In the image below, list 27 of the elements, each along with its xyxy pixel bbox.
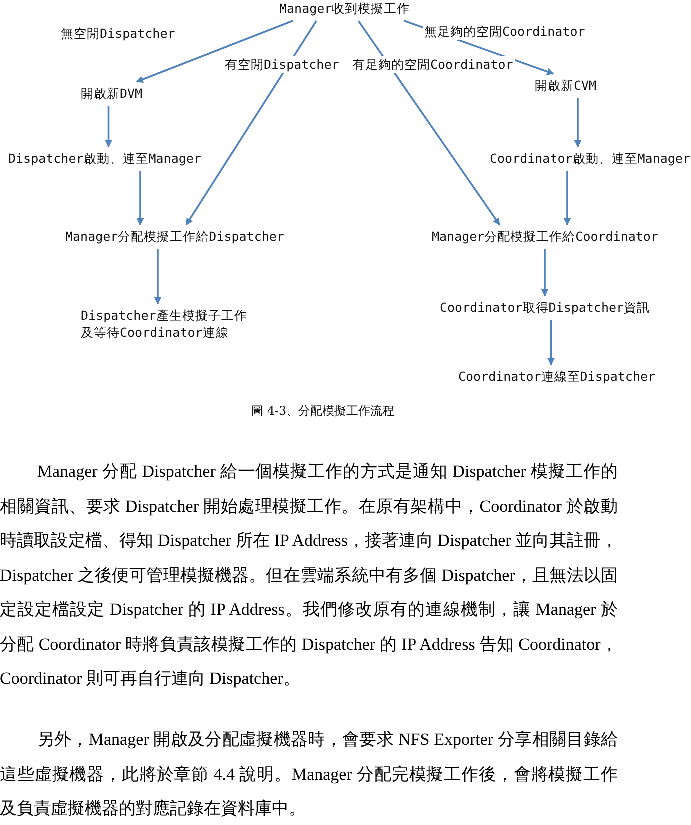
step-text: 開啟新CVM xyxy=(535,77,597,94)
arrow xyxy=(105,106,112,148)
step-text: Manager分配模擬工作給Coordinator xyxy=(432,228,658,245)
step-text: Dispatcher啟動、連至Manager xyxy=(8,150,202,167)
step-text: 開啟新DVM xyxy=(81,85,143,102)
arrow xyxy=(548,320,555,366)
paragraph: 另外，Manager 開啟及分配虛擬機器時，會要求 NFS Exporter 分享相關目錄給這些虛擬機器，此將於章節 4.4 說明。Manager 分配完模擬工作後，會將模擬工作及負責虛擬機器的對應記錄在資料庫中。 xyxy=(0,729,618,820)
edge-label: 有空閒Dispatcher xyxy=(223,56,342,72)
edge-label: 無空閒Dispatcher xyxy=(59,24,178,42)
step-text: Dispatcher產生模擬子工作及等待Coordinator連線 xyxy=(81,307,249,341)
edge-label: 有足夠的空閒Coordinator xyxy=(350,56,516,72)
step-text: Manager分配模擬工作給Dispatcher xyxy=(66,228,284,245)
arrow xyxy=(186,20,318,226)
arrow xyxy=(136,20,294,83)
arrow xyxy=(541,249,549,297)
arrow xyxy=(136,171,144,226)
step-text: Coordinator啟動、連至Manager xyxy=(490,150,690,167)
arrow xyxy=(358,20,501,226)
figure-caption: 圖 4-3、分配模擬工作流程 xyxy=(252,403,395,420)
step-text: Coordinator取得Dispatcher資訊 xyxy=(440,299,650,316)
paragraph: Manager 分配 Dispatcher 給一個模擬工作的方式是通知 Dispatcher 模擬工作的相關資訊、要求 Dispatcher 開始處理模擬工作。在原有架構中，Coordinator 於啟動時讀取設定檔、得知 Dispatcher 所在 IP Address，接著連向 Dispatcher 並向其註冊，Dispatcher 之後便可管理模擬機器。但在雲端系統中有多個 Dispatcher，且無法以固定設定檔設定 Dispatcher 的 IP Address。我們修改原有的連線機制，讓 Manager 於分配 Coordinator 時將負責該模擬工作的 Dispatcher 的 IP Address 告知 Coordinator，Coordinator 則可再自行連向 Dispatcher。 xyxy=(0,461,618,690)
edge-label: 無足夠的空閒Coordinator xyxy=(422,22,588,40)
arrow xyxy=(574,98,582,148)
step-text: Coordinator連線至Dispatcher xyxy=(458,368,656,385)
arrow xyxy=(154,249,162,305)
arrow xyxy=(564,171,572,226)
step-text: Manager收到模擬工作 xyxy=(280,0,410,17)
